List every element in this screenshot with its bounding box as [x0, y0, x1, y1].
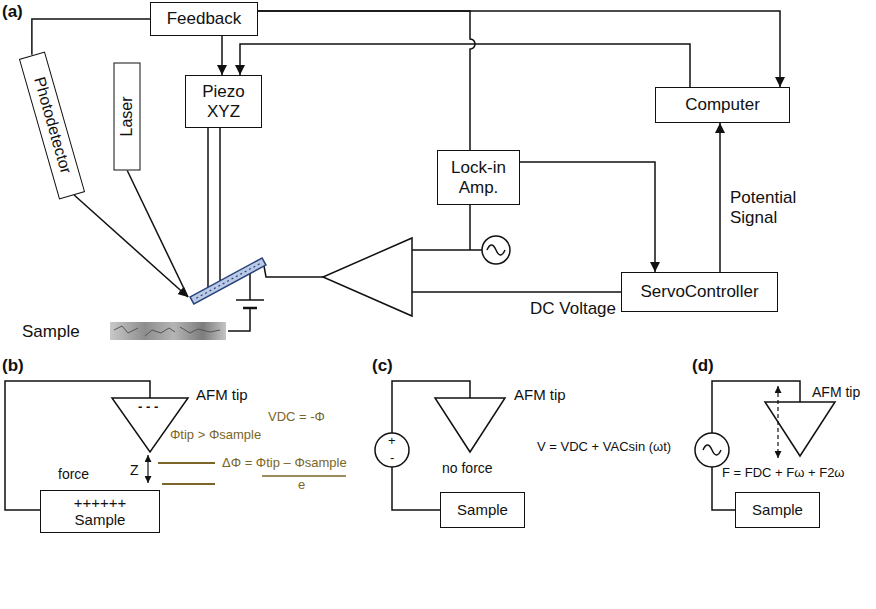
equation-label: V = VDC + VACsin (ωt)	[537, 440, 671, 455]
part-label: AFM tip	[812, 384, 860, 400]
afm-tip-symbol	[112, 398, 188, 452]
equation-label: Φtip > Φsample	[170, 428, 261, 443]
sample-box: Sample	[440, 492, 525, 528]
sample-texture	[180, 327, 220, 333]
panel-label: (d)	[692, 356, 714, 376]
cantilever-symbol	[190, 258, 266, 304]
node-text: Piezo XYZ	[192, 82, 255, 121]
lockin-amp-wire	[469, 205, 471, 250]
reflected-beam	[73, 194, 188, 297]
polarity-label: +	[388, 434, 396, 449]
polarity-label: -	[390, 451, 394, 466]
panel-label: (a)	[2, 2, 23, 22]
note-label: no force	[442, 460, 493, 476]
feedback-box: Feedback	[150, 2, 258, 36]
level-line	[162, 483, 215, 485]
node-text: Feedback	[167, 9, 242, 29]
node-text: Lock-in Amp.	[444, 158, 513, 197]
fraction-bar	[262, 475, 346, 476]
voltage-source-symbol	[375, 433, 409, 467]
battery-plate	[236, 299, 264, 301]
lockin-box: Lock-in Amp.	[437, 150, 520, 205]
part-label: Sample	[22, 322, 80, 342]
sample-box: Sample	[735, 492, 820, 528]
node-text: Laser	[118, 96, 136, 136]
charge-label: - - -	[138, 400, 158, 415]
ac-source-wire	[412, 249, 482, 251]
circuit-wire	[392, 467, 440, 510]
sample-texture	[114, 326, 220, 336]
node-text: Photodetector	[29, 75, 74, 176]
equation-label: VDC = -Φ	[268, 410, 325, 425]
piezo-leg	[207, 128, 209, 289]
connector	[221, 36, 223, 75]
node-text: Computer	[685, 95, 760, 115]
gap-arrow	[147, 455, 148, 483]
level-line	[158, 462, 215, 464]
node-text: ServoController	[640, 282, 758, 302]
cantilever-dots	[196, 264, 259, 298]
afm-tip-symbol	[435, 398, 505, 452]
panel-label: (b)	[2, 356, 24, 376]
node-text: Sample	[752, 501, 803, 518]
afm-tip-symbol	[765, 402, 835, 456]
battery-wire	[228, 308, 250, 331]
connector	[258, 11, 475, 150]
ac-source-symbol	[695, 433, 729, 467]
ac-source-symbol	[482, 236, 510, 264]
node-text: ++++++	[74, 494, 127, 511]
amplifier-output-wire	[264, 266, 323, 277]
amplifier-symbol	[323, 238, 412, 316]
equation-label: ΔΦ = Φtip – Φsample	[222, 456, 347, 471]
equation-label: e	[298, 478, 305, 493]
sample-texture	[114, 326, 138, 333]
note-label: force	[58, 466, 89, 482]
panel-label: (c)	[372, 356, 393, 376]
sine-symbol	[703, 445, 721, 455]
connector-group	[32, 11, 780, 272]
node-text: Sample	[457, 501, 508, 518]
connector	[240, 44, 690, 87]
computer-box: Computer	[655, 87, 790, 123]
part-label: AFM tip	[514, 386, 566, 403]
piezo-leg	[219, 128, 221, 283]
sine-symbol	[487, 245, 505, 255]
sample-box: ++++++Sample	[40, 490, 160, 533]
edge-label: Potential Signal	[730, 188, 810, 227]
sample-texture	[145, 328, 175, 336]
oscillation-arrow	[777, 386, 778, 458]
servo-box: ServoController	[621, 272, 778, 312]
equation-label: F = FDC + Fω + F2ω	[722, 466, 845, 481]
signal-label: DC Voltage	[530, 299, 616, 319]
connector	[520, 162, 655, 272]
dc-voltage-wire	[412, 291, 621, 293]
part-label: AFM tip	[196, 386, 248, 403]
connector	[258, 11, 780, 87]
dimension-label: Z	[130, 462, 139, 478]
connector	[719, 123, 721, 272]
photodetector-box: Photodetector	[19, 51, 85, 199]
connector	[32, 19, 150, 55]
laser-box: Laser	[114, 62, 141, 170]
piezo-box: Piezo XYZ	[185, 75, 262, 128]
cantilever-symbol	[190, 258, 266, 304]
sample-image	[110, 322, 226, 340]
laser-beam	[127, 170, 188, 297]
battery-wire	[249, 272, 251, 300]
node-text: Sample	[75, 511, 126, 528]
